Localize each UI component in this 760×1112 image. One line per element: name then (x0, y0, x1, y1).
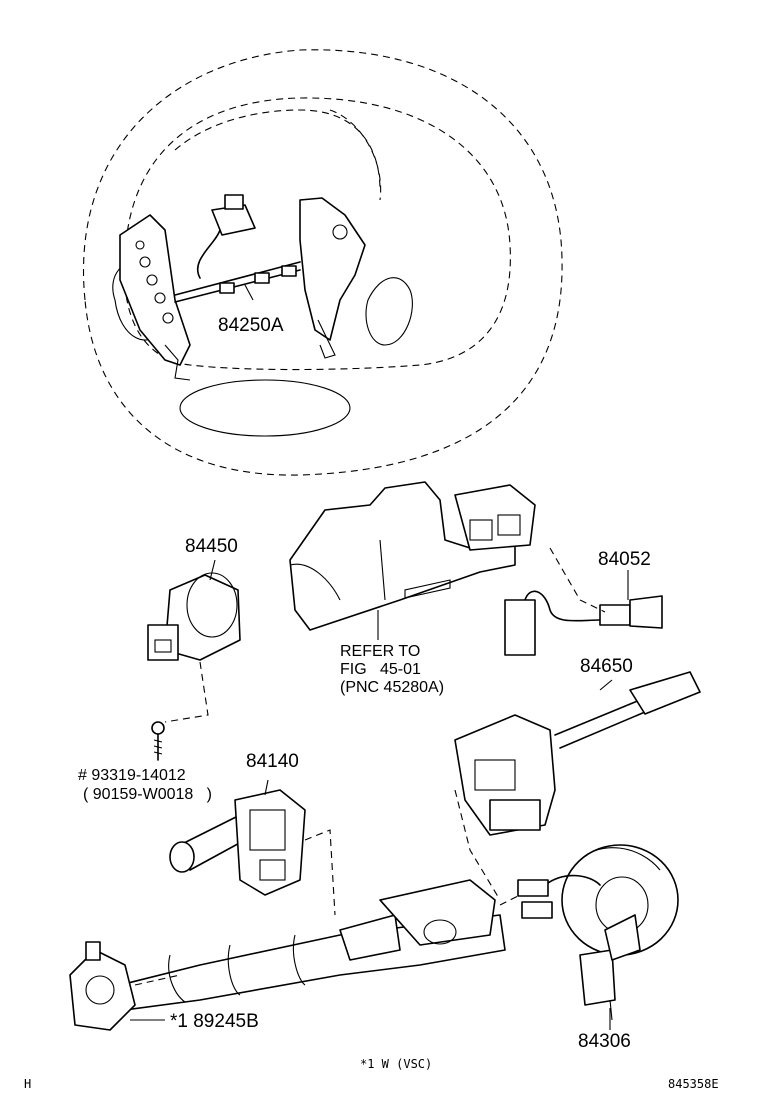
label-refer-to-line1: REFER TO (340, 643, 421, 660)
label-89245B: *1 89245B (170, 1011, 259, 1032)
leader-lines (209, 284, 629, 1030)
label-84450: 84450 (185, 536, 238, 557)
label-84140: 84140 (246, 751, 299, 772)
column-harness (119, 879, 506, 1011)
label-refer-to-line2: FIG 45-01 (340, 661, 421, 678)
drawing-number: 845358E (668, 1077, 719, 1091)
corner-mark: H (24, 1077, 32, 1091)
label-84650: 84650 (580, 656, 633, 677)
part-84140-lighting-switch (169, 789, 336, 916)
steering-wheel (83, 49, 563, 476)
label-bolt-alt-part-number: ( 90159-W0018 ) (83, 786, 212, 803)
part-84450-switch (147, 572, 241, 723)
label-refer-to-line3: (PNC 45280A) (340, 679, 445, 696)
bolt-93319 (151, 721, 165, 761)
part-89245B-sensor (69, 941, 181, 1031)
label-84306: 84306 (578, 1031, 631, 1052)
label-bolt-part-number: # 93319-14012 (78, 767, 186, 784)
label-84250A: 84250A (218, 315, 284, 336)
part-84052-sensor (504, 547, 663, 656)
part-84306-spiral-cable (499, 844, 679, 1021)
wheel-harness (174, 194, 301, 303)
part-84650-combination-switch (454, 671, 701, 901)
column-cover (289, 481, 536, 631)
footnote: *1 W (VSC) (360, 1057, 433, 1071)
label-84052: 84052 (598, 549, 651, 570)
right-spoke-switch (299, 197, 366, 359)
left-spoke-switch (119, 214, 191, 381)
